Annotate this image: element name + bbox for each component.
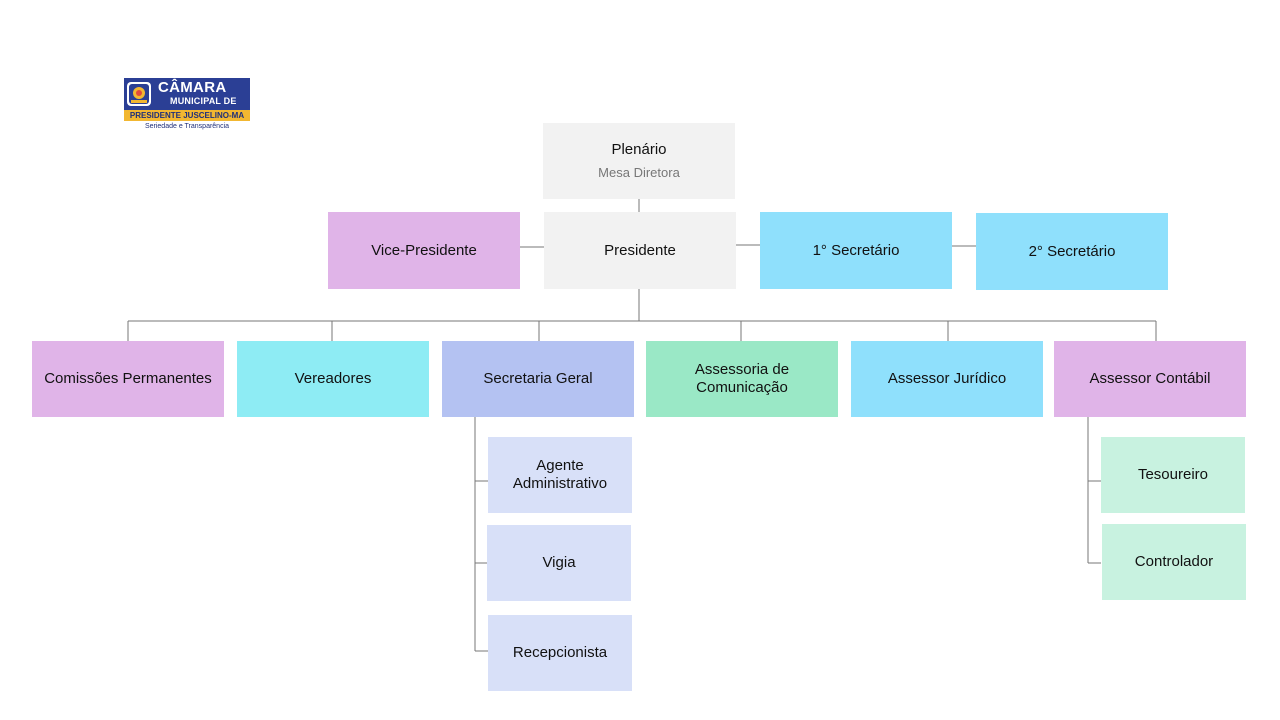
logo-slogan: Seriedade e Transparência (144, 123, 230, 130)
node-recepcionista-label: Recepcionista (512, 644, 608, 661)
logo-title: CÂMARA (158, 79, 227, 96)
node-comissoes-label: Comissões Permanentes (44, 370, 212, 387)
node-controlador-label: Controlador (1134, 553, 1214, 570)
logo-band: PRESIDENTE JUSCELINO-MA (124, 110, 250, 121)
node-vigia: Vigia (487, 525, 631, 601)
node-secretario-2: 2° Secretário (976, 213, 1168, 290)
node-secretaria-geral: Secretaria Geral (442, 341, 634, 417)
node-recepcionista: Recepcionista (488, 615, 632, 691)
node-vigia-label: Vigia (542, 554, 576, 571)
node-vice-presidente-label: Vice-Presidente (371, 241, 477, 259)
node-vereadores: Vereadores (237, 341, 429, 417)
node-assessor-juridico-label: Assessor Jurídico (887, 370, 1007, 387)
node-agente-administrativo: Agente Administrativo (488, 437, 632, 513)
node-assessor-contabil-label: Assessor Contábil (1089, 370, 1211, 387)
node-plenario-sub: Mesa Diretora (598, 165, 680, 181)
node-controlador: Controlador (1102, 524, 1246, 600)
node-secretario-2-label: 2° Secretário (1028, 242, 1116, 260)
node-plenario: Plenário Mesa Diretora (543, 123, 735, 199)
node-secretaria-geral-label: Secretaria Geral (483, 370, 593, 387)
node-presidente-label: Presidente (604, 241, 676, 259)
node-assessoria-comunicacao-label: Assessoria de Comunicação (694, 361, 790, 396)
logo-subtitle: MUNICIPAL DE (170, 96, 237, 106)
node-presidente: Presidente (544, 212, 736, 289)
node-assessor-juridico: Assessor Jurídico (851, 341, 1043, 417)
node-vice-presidente: Vice-Presidente (328, 212, 520, 289)
node-plenario-label: Plenário (611, 141, 667, 159)
node-vereadores-label: Vereadores (294, 370, 372, 387)
node-comissoes: Comissões Permanentes (32, 341, 224, 417)
node-agente-administrativo-label: Agente Administrativo (512, 457, 608, 492)
camara-logo: CÂMARA MUNICIPAL DE PRESIDENTE JUSCELINO… (124, 78, 252, 134)
node-assessor-contabil: Assessor Contábil (1054, 341, 1246, 417)
node-assessoria-comunicacao: Assessoria de Comunicação (646, 341, 838, 417)
logo-banner: CÂMARA MUNICIPAL DE (124, 78, 250, 110)
node-secretario-1: 1° Secretário (760, 212, 952, 289)
node-tesoureiro: Tesoureiro (1101, 437, 1245, 513)
node-tesoureiro-label: Tesoureiro (1137, 466, 1209, 483)
node-secretario-1-label: 1° Secretário (812, 241, 900, 259)
emblem-icon (127, 82, 151, 106)
